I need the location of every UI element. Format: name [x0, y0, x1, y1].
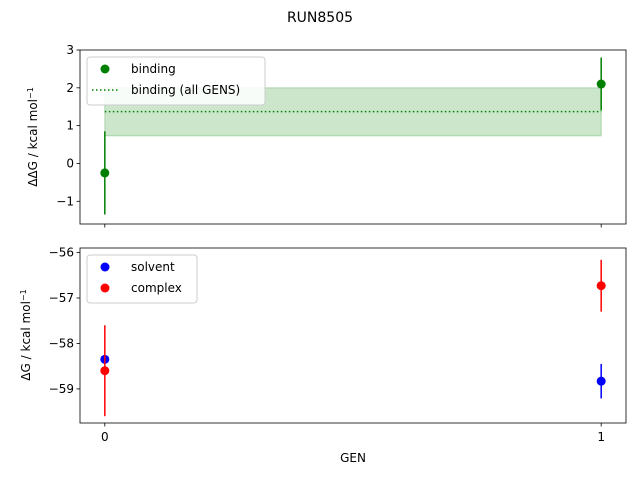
legend-box	[86, 56, 266, 106]
data-point	[596, 376, 606, 386]
legend-marker	[100, 64, 110, 74]
bottom-data-marks	[100, 259, 606, 417]
data-point	[596, 281, 606, 291]
legend-label: solvent	[131, 260, 175, 274]
bottom-legend: solvent complex	[86, 254, 198, 304]
y-tick-label: −59	[49, 382, 74, 396]
y-tick-label: 2	[66, 81, 74, 95]
top-y-axis-label: ΔΔG / kcal mol−1	[26, 87, 41, 187]
bottom-y-axis-label: ΔG / kcal mol−1	[19, 289, 34, 380]
y-tick-label: 3	[66, 43, 74, 57]
y-tick-label: 0	[66, 156, 74, 170]
y-tick-label: −1	[56, 194, 74, 208]
y-tick-label: −56	[49, 246, 74, 260]
legend-label: complex	[131, 281, 182, 295]
legend-label: binding (all GENS)	[131, 83, 240, 97]
y-tick-label: −58	[49, 336, 74, 350]
data-point	[100, 366, 110, 376]
top-axes-frame	[79, 49, 627, 225]
legend-marker	[100, 283, 110, 293]
y-tick-label: −57	[49, 291, 74, 305]
bottom-y-axis-label-sup: −1	[19, 289, 28, 301]
top-x-ticks	[104, 224, 602, 228]
figure-title: RUN8505	[287, 10, 353, 26]
x-tick-label: 0	[101, 430, 109, 444]
legend-label: binding	[131, 62, 176, 76]
legend-box	[86, 254, 198, 304]
bottom-y-ticks: −59 −58 −57 −56	[49, 246, 80, 396]
x-axis-label: GEN	[340, 451, 366, 465]
top-data-marks	[100, 57, 606, 215]
x-tick-label: 1	[597, 430, 605, 444]
top-y-axis-label-sup: −1	[26, 87, 35, 99]
top-legend: binding binding (all GENS)	[86, 56, 266, 106]
bottom-axes-frame	[79, 247, 627, 424]
top-y-ticks: −1 0 1 2 3	[56, 43, 80, 208]
top-panel: −1 0 1 2 3 ΔΔG / kcal mol−1 binding binding (…	[26, 43, 627, 228]
legend-marker	[100, 262, 110, 272]
data-point	[100, 168, 110, 178]
y-tick-label: 1	[66, 119, 74, 133]
data-point	[596, 79, 606, 89]
